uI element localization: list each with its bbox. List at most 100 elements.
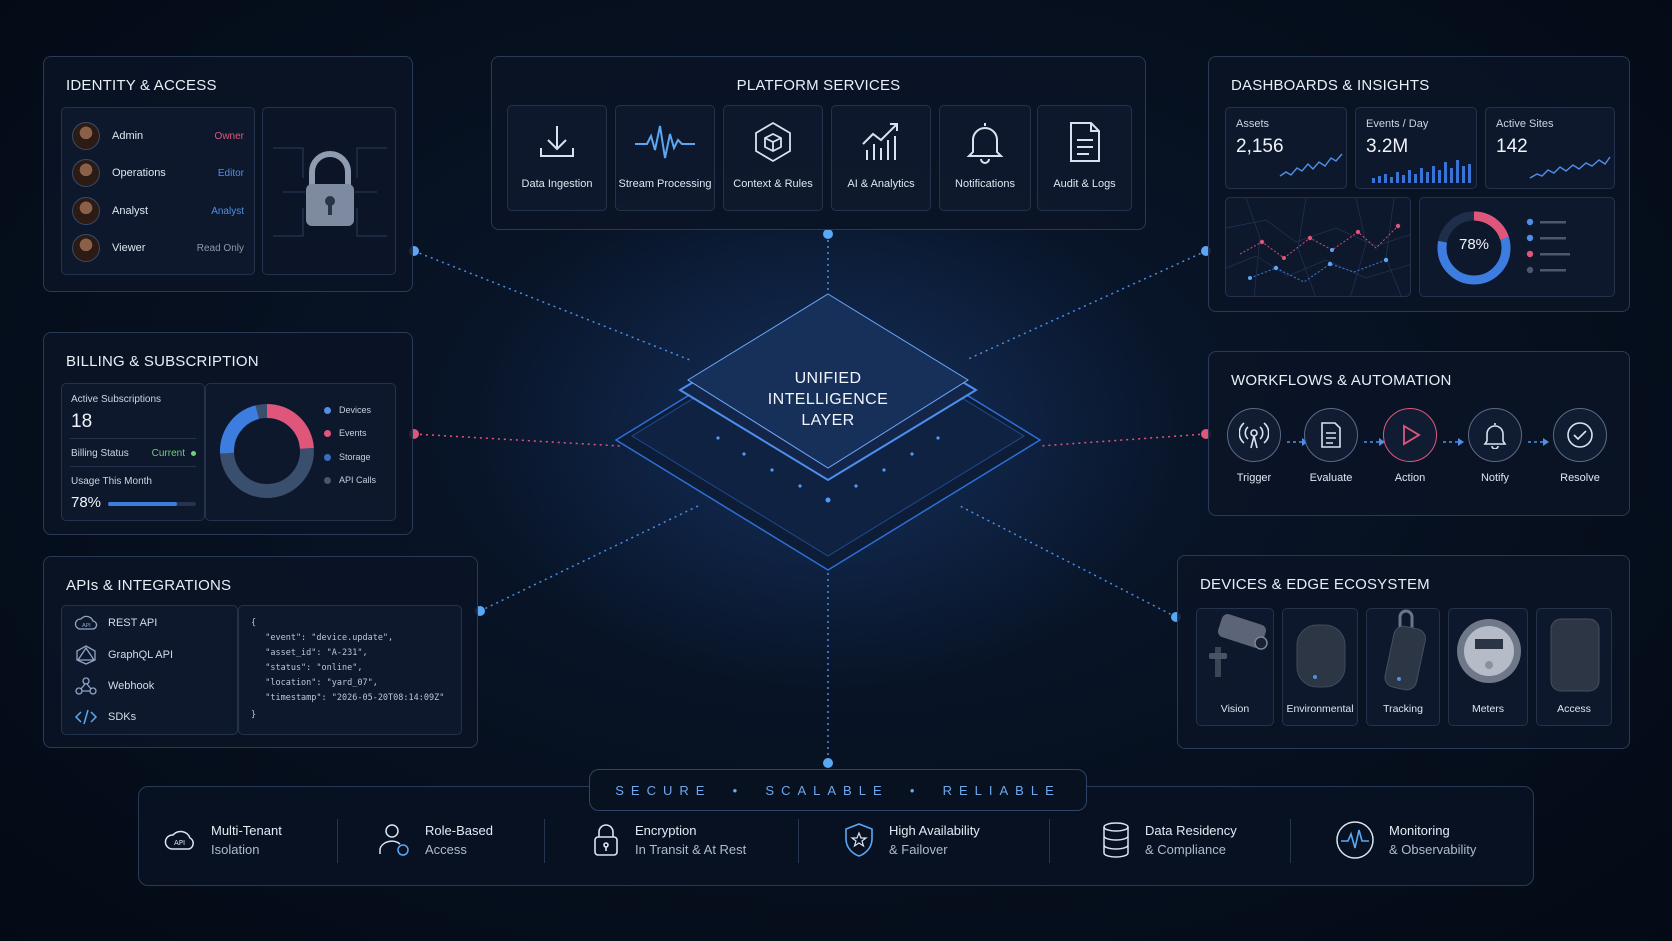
- feature-monitoring: Monitoring& Observability: [1335, 815, 1476, 865]
- lock-visual: [262, 107, 396, 275]
- active-subscriptions-value: 18: [71, 411, 93, 432]
- user-row-viewer[interactable]: Viewer Read Only: [72, 230, 244, 266]
- workflow-step-notify[interactable]: Notify: [1460, 408, 1530, 484]
- panel-title: WORKFLOWS & AUTOMATION: [1231, 372, 1452, 389]
- unified-intelligence-core: [614, 293, 1042, 571]
- api-item-graphql[interactable]: GraphQL API: [74, 640, 173, 670]
- legend-label: API Calls: [339, 475, 377, 485]
- network-map: [1226, 198, 1410, 296]
- device-meters[interactable]: Meters: [1448, 608, 1528, 726]
- device-environmental[interactable]: Environmental: [1282, 608, 1358, 726]
- api-label: REST API: [108, 617, 158, 629]
- user-role: Read Only: [196, 242, 244, 254]
- workflow-step-evaluate[interactable]: Evaluate: [1296, 408, 1366, 484]
- device-tracking[interactable]: Tracking: [1366, 608, 1440, 726]
- divider: [1290, 819, 1291, 863]
- feature-line1: Encryption: [635, 823, 697, 838]
- device-label: Meters: [1471, 703, 1505, 715]
- broadcast-icon: [1239, 422, 1269, 449]
- dashboards-insights-panel: DASHBOARDS & INSIGHTS Assets 2,156 Event…: [1208, 56, 1630, 312]
- api-item-sdks[interactable]: SDKs: [74, 702, 136, 732]
- feature-line2: In Transit & At Rest: [635, 842, 747, 857]
- divider: [337, 819, 338, 863]
- user-gear-icon: [379, 824, 409, 856]
- feature-line2: & Compliance: [1145, 842, 1226, 857]
- site-map[interactable]: [1225, 197, 1411, 297]
- legend-dot: [324, 476, 331, 484]
- user-role: Owner: [214, 130, 244, 142]
- avatar: [72, 234, 100, 262]
- workflow-step-action[interactable]: Action: [1375, 408, 1445, 484]
- user-row-analyst[interactable]: Analyst Analyst: [72, 193, 244, 229]
- feature-line2: Isolation: [211, 842, 260, 857]
- workflow-step-trigger[interactable]: Trigger: [1219, 408, 1289, 484]
- code-line: "event": "device.update",: [255, 633, 394, 643]
- avatar: [72, 122, 100, 150]
- feature-line1: Role-Based: [425, 823, 493, 838]
- legend-events: Events: [324, 428, 367, 438]
- billing-subscription-panel: BILLING & SUBSCRIPTION Active Subscripti…: [43, 332, 413, 535]
- tagline-pill: SECURE • SCALABLE • RELIABLE: [589, 769, 1087, 811]
- step-circle: [1227, 408, 1281, 462]
- json-payload-sample: { "event": "device.update", "asset_id": …: [238, 605, 462, 735]
- code-line: "asset_id": "A-231",: [255, 648, 368, 658]
- panel-title: DEVICES & EDGE ECOSYSTEM: [1200, 576, 1430, 593]
- panel-title: APIs & INTEGRATIONS: [66, 577, 232, 594]
- stat-value: 3.2M: [1366, 136, 1409, 157]
- gauge-card[interactable]: 78%: [1419, 197, 1615, 297]
- sensor-icon: [1296, 624, 1346, 688]
- stat-label: Assets: [1236, 118, 1270, 130]
- api-item-webhook[interactable]: Webhook: [74, 671, 154, 701]
- platform-services-panel: PLATFORM SERVICES Data Ingestion Stream …: [491, 56, 1146, 230]
- user-row-admin[interactable]: Admin Owner: [72, 118, 244, 154]
- divider: [1049, 819, 1050, 863]
- service-ai-analytics[interactable]: AI & Analytics: [831, 105, 931, 211]
- stat-card-assets[interactable]: Assets 2,156: [1225, 107, 1347, 189]
- workflow-step-resolve[interactable]: Resolve: [1545, 408, 1615, 484]
- api-label: GraphQL API: [108, 649, 174, 661]
- service-audit-logs[interactable]: Audit & Logs: [1037, 105, 1132, 211]
- service-label: AI & Analytics: [847, 178, 915, 190]
- user-role: Editor: [217, 167, 244, 179]
- usage-progress-track: [108, 502, 196, 506]
- feature-line1: High Availability: [889, 823, 980, 838]
- user-role: Analyst: [211, 205, 244, 217]
- bell-icon: [1483, 423, 1507, 449]
- api-item-rest[interactable]: API REST API: [74, 608, 157, 638]
- usage-progress-fill: [108, 502, 177, 506]
- service-label: Notifications: [955, 178, 1015, 190]
- api-cloud-icon: API: [164, 830, 194, 850]
- user-name: Viewer: [112, 242, 146, 254]
- billing-donut: [220, 404, 314, 498]
- sparkline: [1529, 156, 1611, 179]
- stat-value: 142: [1496, 136, 1528, 157]
- service-label: Audit & Logs: [1053, 178, 1116, 190]
- stat-card-events[interactable]: Events / Day 3.2M: [1355, 107, 1477, 189]
- webhook-icon: [75, 677, 97, 695]
- legend-label: Devices: [339, 405, 372, 415]
- stat-label: Active Sites: [1496, 118, 1554, 130]
- service-stream-processing[interactable]: Stream Processing: [615, 105, 715, 211]
- user-row-operations[interactable]: Operations Editor: [72, 155, 244, 191]
- core-label-line3: LAYER: [801, 412, 855, 429]
- device-label: Vision: [1220, 703, 1250, 715]
- avatar: [72, 159, 100, 187]
- usage-value: 78%: [71, 494, 102, 511]
- device-access[interactable]: Access: [1536, 608, 1612, 726]
- device-vision[interactable]: Vision: [1196, 608, 1274, 726]
- stat-card-active-sites[interactable]: Active Sites 142: [1485, 107, 1615, 189]
- billing-breakdown: Devices Events Storage API Calls: [205, 383, 396, 521]
- feature-line1: Data Residency: [1145, 823, 1237, 838]
- service-data-ingestion[interactable]: Data Ingestion: [507, 105, 607, 211]
- graphql-icon: [76, 645, 96, 665]
- service-notifications[interactable]: Notifications: [939, 105, 1031, 211]
- service-label: Context & Rules: [733, 178, 813, 190]
- legend-dot: [324, 429, 331, 437]
- api-cloud-icon: API: [74, 615, 98, 630]
- service-label: Stream Processing: [618, 178, 712, 190]
- step-circle: [1383, 408, 1437, 462]
- legend-label: Events: [339, 428, 367, 438]
- service-context-rules[interactable]: Context & Rules: [723, 105, 823, 211]
